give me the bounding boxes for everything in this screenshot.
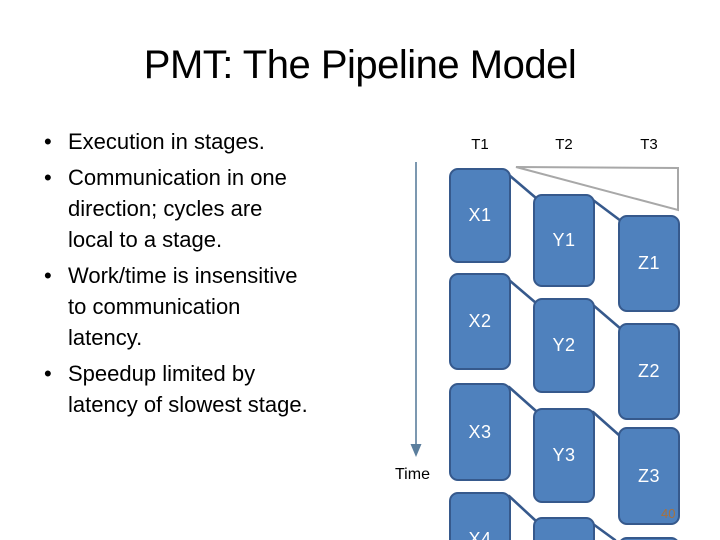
- connector-line: [507, 173, 538, 200]
- stage-box-label: X3: [468, 421, 492, 442]
- bullet-item: Work/time is insensitive to communicatio…: [40, 260, 370, 353]
- column-header-t1: T1: [471, 136, 489, 153]
- stage-box-y2: Y2: [533, 298, 595, 393]
- connector-line: [507, 385, 538, 413]
- stage-box-label: Y3: [552, 445, 576, 465]
- stage-box-x2: X2: [449, 273, 511, 370]
- connector-line: [591, 198, 623, 223]
- column-header-t2: T2: [555, 136, 573, 153]
- stage-box-label: X1: [468, 205, 492, 225]
- stage-box-z2: Z2: [618, 323, 680, 420]
- stage-box-y3: Y3: [533, 408, 595, 503]
- bullet-item: Speedup limited by latency of slowest st…: [40, 358, 370, 420]
- stage-box-label: Y1: [552, 230, 576, 250]
- connectors: [507, 173, 623, 540]
- stage-box-z3: Z3: [618, 427, 680, 525]
- stage-box-y4: [533, 517, 595, 540]
- stage-box-label: Y2: [552, 335, 576, 355]
- latency-wedge: [515, 166, 679, 212]
- stage-box-label: Z2: [637, 361, 660, 381]
- time-axis-label: Time: [395, 466, 430, 483]
- connector-line: [591, 410, 622, 438]
- stage-box-x1: X1: [449, 168, 511, 263]
- stage-box-label: Z1: [637, 253, 660, 273]
- stage-box-label: X4: [468, 529, 492, 540]
- stage-box-label: X2: [468, 311, 492, 331]
- slide-title: PMT: The Pipeline Model: [143, 43, 577, 87]
- connector-line: [507, 278, 538, 305]
- column-header-t3: T3: [640, 136, 658, 153]
- bullet-item: Communication in one direction; cycles a…: [40, 162, 370, 255]
- page-number: 40: [661, 506, 676, 521]
- stage-box-y1: Y1: [533, 194, 595, 287]
- stage-box-z1: Z1: [618, 215, 680, 312]
- stage-box-x4: X4: [449, 492, 511, 540]
- connector-line: [591, 303, 623, 331]
- bullet-list: Execution in stages. Communication in on…: [40, 126, 370, 425]
- connector-line: [591, 522, 617, 540]
- stage-box-label: Z3: [637, 465, 660, 486]
- bullet-item: Execution in stages.: [40, 126, 370, 157]
- stage-box-x3: X3: [449, 383, 511, 481]
- connector-line: [507, 494, 538, 523]
- time-axis-arrowhead-icon: [410, 444, 422, 457]
